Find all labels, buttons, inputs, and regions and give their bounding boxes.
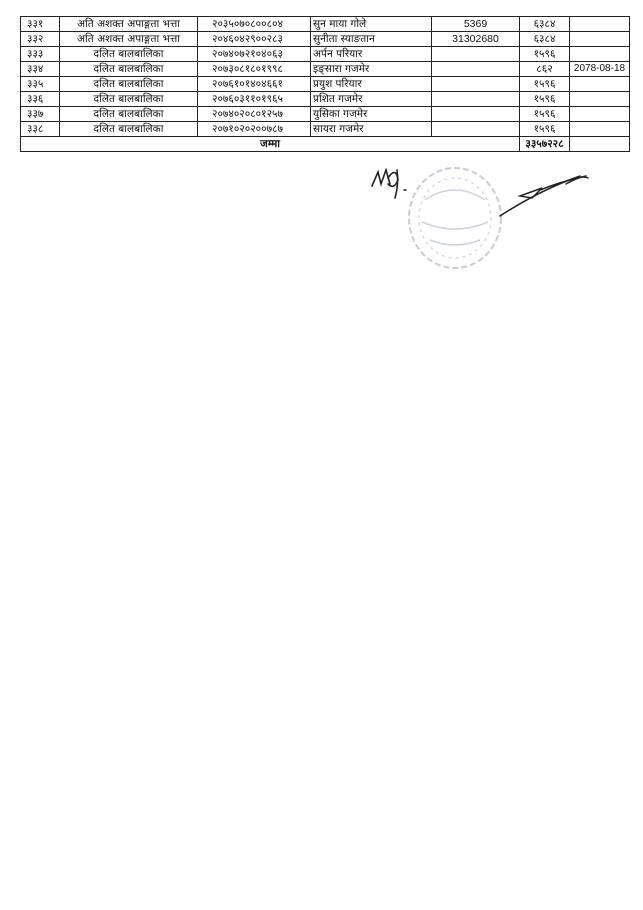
allowance-type-cell: दलित बालबालिका [59,106,198,122]
amount-cell: ६३८४ [519,31,570,47]
table-row: ३३७ दलित बालबालिका २०७४०२०८०१२५७ युसिका … [20,106,630,122]
beneficiary-name-cell: युसिका गजमेर [310,106,432,122]
table-row: ३३१ अति अशक्त अपाङ्गता भत्ता २०३५०७०८००८… [20,16,630,32]
serial-number-cell: ३३३ [20,46,60,62]
beneficiary-table: ३३१ अति अशक्त अपाङ्गता भत्ता २०३५०७०८००८… [20,16,630,152]
beneficiary-name-cell: प्रयुश परियार [310,76,432,92]
table-row: ३३८ दलित बालबालिका २०७१०२०२००७८७ सायरा ग… [20,121,630,137]
total-row: जम्मा ३३५७२२८ [20,136,630,152]
table-body: ३३१ अति अशक्त अपाङ्गता भत्ता २०३५०७०८००८… [20,16,630,152]
total-empty-cell [569,136,630,152]
serial-number-cell: ३३६ [20,91,60,107]
table-row: ३३४ दलित बालबालिका २०७३०८१८०१९९८ इङ्सारा… [20,61,630,77]
serial-number-cell: ३३२ [20,31,60,47]
id-number-cell: २०७६१०१४०४६६१ [197,76,311,92]
signature-right [499,175,589,217]
stamp-seal [408,167,502,269]
total-amount: ३३५७२२८ [519,136,570,152]
id-number-cell: २०७६०३११०१९६५ [197,91,311,107]
serial-number-cell: ३३५ [20,76,60,92]
total-label: जम्मा [20,136,520,152]
allowance-type-cell: दलित बालबालिका [59,61,198,77]
account-number-cell: 5369 [431,16,520,32]
signature-left [371,167,407,199]
allowance-type-cell: दलित बालबालिका [59,46,198,62]
